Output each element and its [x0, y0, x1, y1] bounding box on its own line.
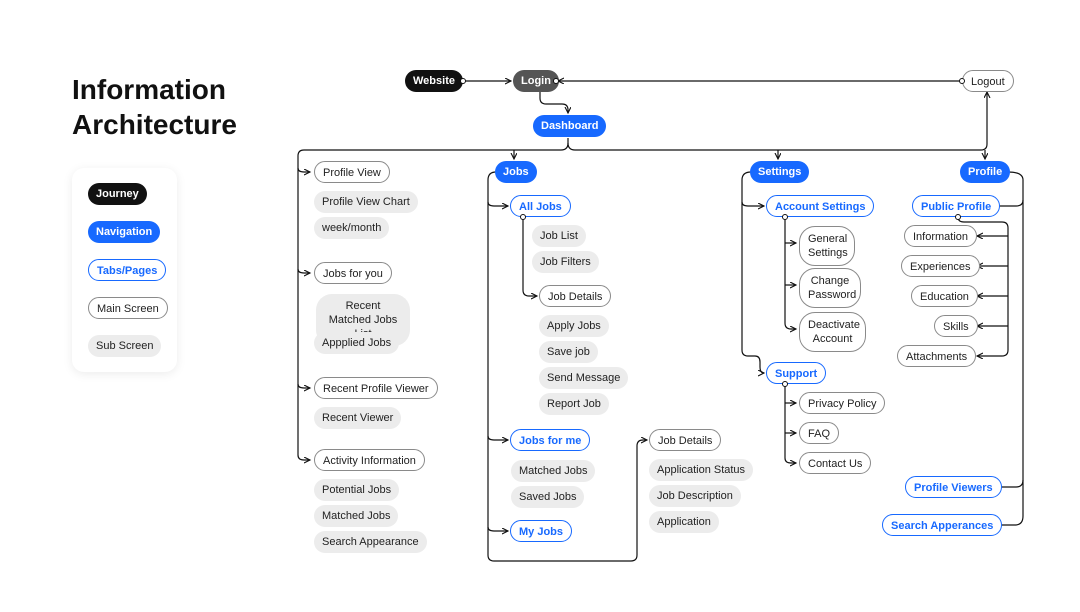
connector-port — [959, 78, 965, 84]
login-node: Login — [513, 70, 559, 92]
experiences-node: Experiences — [901, 255, 980, 277]
website-node: Website — [405, 70, 463, 92]
saved-jobs-node: Saved Jobs — [511, 486, 585, 508]
matched-jobs-node: Matched Jobs — [314, 505, 399, 527]
job-description-node: Job Description — [649, 485, 741, 507]
dashboard-node: Dashboard — [533, 115, 607, 137]
save-job-node: Save job — [539, 341, 598, 363]
public-profile-node: Public Profile — [912, 195, 1001, 217]
search-appearances-node: Search Apperances — [882, 514, 1003, 536]
account-settings-node: Account Settings — [766, 195, 875, 217]
attachments-node: Attachments — [897, 345, 977, 367]
potential-jobs-node: Potential Jobs — [314, 479, 400, 501]
job-details-node: Job Details — [649, 429, 722, 451]
send-message-node: Send Message — [539, 367, 629, 389]
title-line-1: Information — [72, 74, 226, 105]
connector-port — [782, 214, 788, 220]
deactivate-account-node: Deactivate Account — [799, 312, 866, 352]
legend-tabs-pages: Tabs/Pages — [88, 259, 167, 281]
profile-node: Profile — [960, 161, 1011, 183]
legend-journey: Journey — [88, 183, 147, 205]
education-node: Education — [911, 285, 978, 307]
information-node: Information — [904, 225, 978, 247]
profile-view-chart-node: Profile View Chart — [314, 191, 418, 213]
jobs-for-you-node: Jobs for you — [314, 262, 392, 284]
jobs-node: Jobs — [495, 161, 537, 183]
faq-node: FAQ — [799, 422, 840, 444]
apply-jobs-node: Apply Jobs — [539, 315, 609, 337]
settings-node: Settings — [750, 161, 810, 183]
general-settings-node: General Settings — [799, 226, 855, 266]
search-appearance-node: Search Appearance — [314, 531, 427, 553]
week-month-node: week/month — [314, 217, 390, 239]
support-node: Support — [766, 362, 827, 384]
connector-port — [520, 214, 526, 220]
skills-node: Skills — [934, 315, 978, 337]
page-title: Information Architecture — [72, 72, 237, 142]
legend-sub-screen: Sub Screen — [88, 335, 162, 357]
connector-port — [460, 78, 466, 84]
job-list-node: Job List — [532, 225, 586, 247]
change-password-node: Change Password — [799, 268, 861, 308]
job-details-node: Job Details — [539, 285, 612, 307]
application-status-node: Application Status — [649, 459, 754, 481]
contact-us-node: Contact Us — [799, 452, 872, 474]
title-line-2: Architecture — [72, 109, 237, 140]
matched-jobs-node: Matched Jobs — [511, 460, 596, 482]
all-jobs-node: All Jobs — [510, 195, 571, 217]
application-node: Application — [649, 511, 719, 533]
connector-port — [782, 381, 788, 387]
connector-port — [955, 214, 961, 220]
logout-node: Logout — [962, 70, 1014, 92]
activity-information-node: Activity Information — [314, 449, 425, 471]
jobs-for-me-node: Jobs for me — [510, 429, 591, 451]
privacy-policy-node: Privacy Policy — [799, 392, 886, 414]
legend-navigation: Navigation — [88, 221, 161, 243]
recent-profile-viewer-node: Recent Profile Viewer — [314, 377, 438, 399]
profile-viewers-node: Profile Viewers — [905, 476, 1002, 498]
profile-view-node: Profile View — [314, 161, 390, 183]
my-jobs-node: My Jobs — [510, 520, 573, 542]
connector-port — [553, 78, 559, 84]
legend-main-screen: Main Screen — [88, 297, 168, 319]
job-filters-node: Job Filters — [532, 251, 599, 273]
applied-jobs-node: Appplied Jobs — [314, 332, 400, 354]
report-job-node: Report Job — [539, 393, 609, 415]
recent-viewer-node: Recent Viewer — [314, 407, 402, 429]
